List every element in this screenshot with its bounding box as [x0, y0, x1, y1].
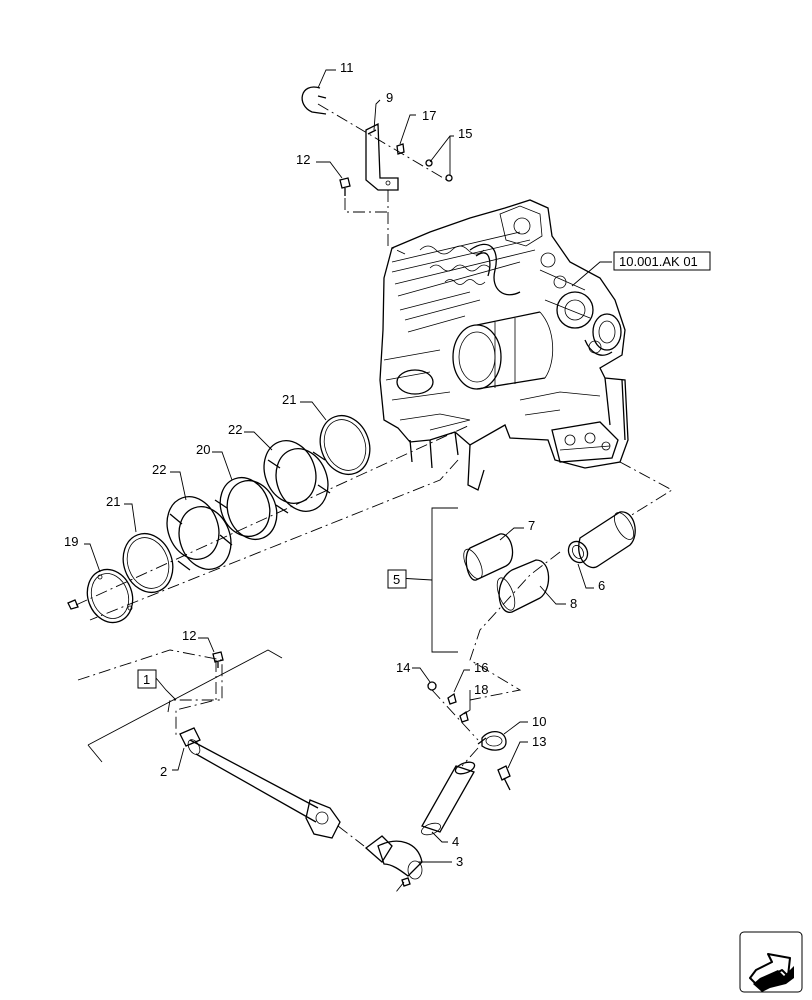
callout-19: 19: [64, 534, 78, 549]
bracket-part: [365, 122, 399, 191]
callout-21-left: 21: [106, 494, 120, 509]
callout-6: 6: [598, 578, 605, 593]
engine-reference-box[interactable]: 10.001.AK 01: [613, 251, 711, 271]
pipe-part: [179, 727, 341, 839]
callout-3: 3: [456, 854, 463, 869]
lower-exhaust: [77, 649, 511, 893]
callout-labels: 11 9 17 15 12 21 22 20 22 21 19 7 6 8 12…: [64, 60, 605, 869]
callout-21-right: 21: [282, 392, 296, 407]
callout-15: 15: [458, 126, 472, 141]
engine-reference-label: 10.001.AK 01: [619, 254, 698, 269]
group-1-label: 1: [143, 672, 150, 687]
next-page-arrow-icon[interactable]: [739, 931, 803, 993]
bracket-group: [301, 86, 453, 255]
callout-16: 16: [474, 660, 488, 675]
callout-2: 2: [160, 764, 167, 779]
callout-17: 17: [422, 108, 436, 123]
callout-14: 14: [396, 660, 410, 675]
callout-9: 9: [386, 90, 393, 105]
callout-7: 7: [528, 518, 535, 533]
engine-assembly: [379, 199, 629, 491]
callout-12-bottom: 12: [182, 628, 196, 643]
callout-12-top: 12: [296, 152, 310, 167]
group-5-label: 5: [393, 572, 400, 587]
callout-22-left: 22: [152, 462, 166, 477]
group-5-reference-box[interactable]: 5: [387, 569, 407, 589]
callout-18: 18: [474, 682, 488, 697]
group-1-reference-box[interactable]: 1: [137, 669, 157, 689]
leader-lines: [84, 69, 612, 863]
callout-4: 4: [452, 834, 459, 849]
callout-20: 20: [196, 442, 210, 457]
clamp-ring-stack: [67, 414, 471, 624]
group-5-parts: [431, 461, 673, 701]
u-bolt-part: [301, 86, 327, 115]
callout-10: 10: [532, 714, 546, 729]
callout-11: 11: [340, 60, 354, 75]
callout-8: 8: [570, 596, 577, 611]
callout-13: 13: [532, 734, 546, 749]
callout-22-right: 22: [228, 422, 242, 437]
reference-boxes: 10.001.AK 01 5 1: [137, 251, 711, 689]
